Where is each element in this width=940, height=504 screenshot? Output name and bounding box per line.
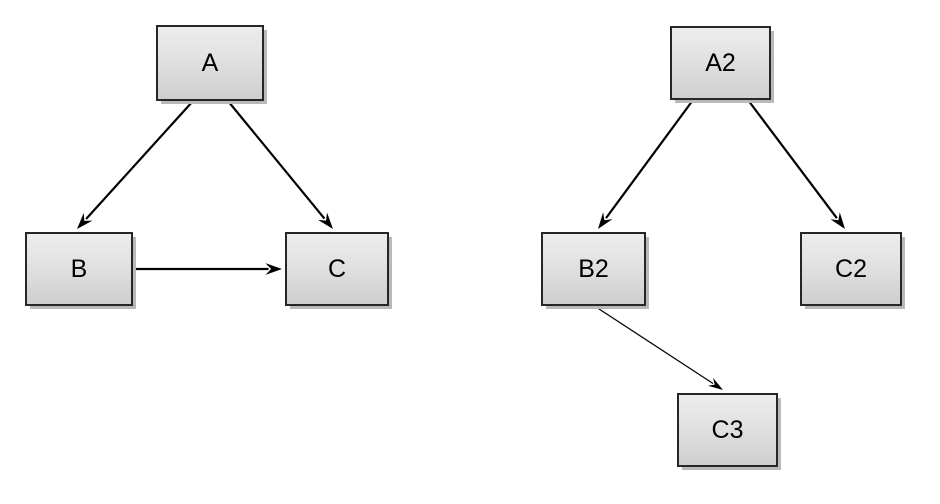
node-c[interactable]: C: [285, 232, 389, 306]
arrowhead-icon: [77, 212, 93, 229]
node-a[interactable]: A: [156, 25, 264, 101]
edge-line: [227, 100, 326, 220]
arrowhead-icon: [598, 212, 613, 229]
edge-line: [85, 100, 194, 220]
node-c-label: C: [327, 254, 347, 283]
edge-line: [605, 99, 694, 219]
node-b[interactable]: B: [25, 232, 133, 306]
node-a2[interactable]: A2: [670, 26, 771, 100]
edge-3-a-to-c: [227, 100, 333, 229]
arrowhead-icon: [265, 263, 282, 275]
node-c2-label: C2: [835, 254, 867, 283]
node-b2-label: B2: [578, 254, 609, 283]
node-a-label: A: [201, 48, 219, 77]
arrowhead-icon: [318, 212, 333, 229]
edge-3-b-to-c: [134, 263, 282, 275]
node-c3-label: C3: [711, 415, 744, 444]
node-b2[interactable]: B2: [541, 232, 646, 306]
edge-line: [595, 306, 714, 384]
edge-4-b2-to-c3: [595, 306, 723, 390]
edge-3-a-to-b: [77, 100, 194, 229]
edge-line: [747, 99, 838, 219]
node-a2-label: A2: [705, 48, 736, 77]
node-b-label: B: [70, 254, 88, 283]
node-c2[interactable]: C2: [800, 232, 902, 306]
edge-4-a2-to-b2: [598, 99, 694, 229]
node-c3[interactable]: C3: [677, 393, 778, 467]
arrowhead-icon: [707, 377, 723, 390]
edge-4-a2-to-c2: [747, 99, 845, 229]
arrowhead-icon: [830, 212, 845, 229]
